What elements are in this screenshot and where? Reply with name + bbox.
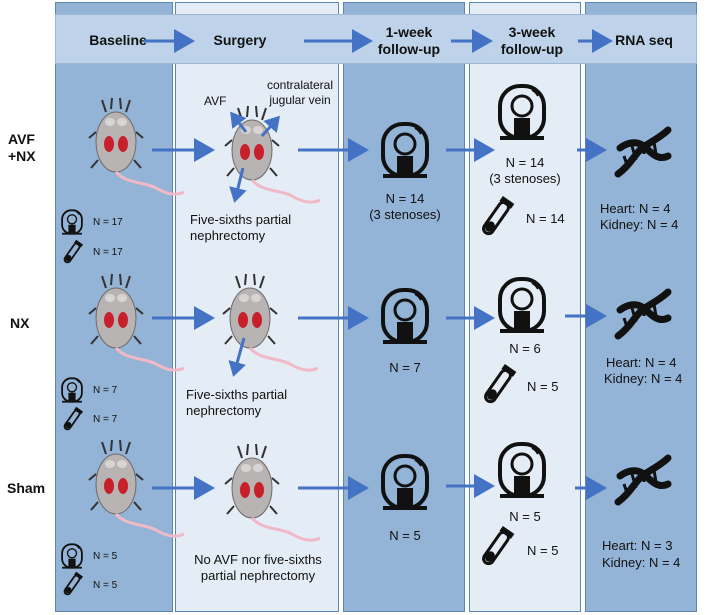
week3-count-avf-line2: (3 stenoses) (489, 171, 561, 186)
week3-count-avf-line1: N = 14 (505, 155, 545, 170)
header-baseline: Baseline (89, 32, 147, 48)
group-label-avf-nx-line2: +NX (8, 148, 36, 164)
week3-count-nx: N = 6 (509, 341, 541, 356)
week1-count-avf-line1: N = 14 (385, 191, 425, 206)
surgery-text-nx-line1: Five-sixths partial (186, 387, 288, 402)
rat-icon-avf-baseline (87, 96, 186, 196)
baseline-blood-count-avf: N = 17 (93, 247, 123, 258)
surgery-text-avf-line2: nephrectomy (190, 228, 266, 243)
ct-scanner-icon-nx-baseline (61, 377, 83, 404)
arrow-icon-avf-label (230, 111, 248, 133)
week3-blood-avf: N = 14 (526, 211, 565, 226)
blood-tube-icon-sham-week3 (478, 524, 516, 569)
surgery-text-avf-line1: Five-sixths partial (190, 212, 292, 227)
header-week3-line1: 3-week (508, 24, 556, 40)
surgery-label-jugular-line1: contralateral (266, 78, 334, 92)
baseline-blood-count-sham: N = 5 (93, 580, 118, 591)
week3-count-avf: N = 14(3 stenoses) (480, 155, 570, 187)
rna-heart-avf: Heart: N = 4 (600, 201, 671, 216)
week1-count-sham: N = 5 (389, 528, 421, 543)
blood-tube-icon-sham-baseline (61, 570, 84, 598)
rat-icon-nx-surgery (221, 272, 320, 372)
group-label-nx: NX (10, 315, 30, 331)
arrow-icon-nephrectomy-label (229, 167, 247, 203)
timeline-banner (55, 14, 697, 64)
rat-icon-nx-baseline (87, 272, 186, 372)
ct-scanner-icon-avf-week3 (498, 84, 546, 142)
ct-scanner-icon-sham-week3 (498, 442, 546, 500)
rna-heart-sham: Heart: N = 3 (602, 538, 673, 553)
rna-heart-nx: Heart: N = 4 (606, 355, 677, 370)
week3-blood-sham: N = 5 (527, 543, 559, 558)
baseline-ct-count-sham: N = 5 (93, 551, 118, 562)
rna-kidney-nx: Kidney: N = 4 (604, 371, 683, 386)
ct-scanner-icon-avf-baseline (61, 209, 83, 236)
week3-count-sham: N = 5 (509, 509, 541, 524)
arrow-icon-r2-nephrectomy (228, 337, 246, 377)
ct-scanner-icon-sham-week1 (381, 454, 429, 512)
group-label-sham: Sham (7, 480, 46, 496)
week1-count-avf-line2: (3 stenoses) (369, 207, 441, 222)
header-week3-line2: follow-up (500, 41, 564, 57)
surgery-text-nx-line2: nephrectomy (186, 403, 262, 418)
dna-icon-sham (618, 458, 668, 502)
header-surgery: Surgery (213, 32, 267, 48)
ct-scanner-icon-nx-week3 (498, 277, 546, 335)
surgery-text-sham-line2: partial nephrectomy (200, 568, 316, 583)
surgery-text-sham-line1: No AVF nor five-sixths (194, 552, 322, 567)
rat-icon-sham-surgery (223, 442, 322, 542)
baseline-blood-count-nx: N = 7 (93, 414, 118, 425)
week3-blood-nx: N = 5 (527, 379, 559, 394)
baseline-ct-count-avf: N = 17 (93, 217, 123, 228)
blood-tube-icon-avf-week3 (478, 194, 516, 239)
header-week1-line2: follow-up (377, 41, 441, 57)
rna-kidney-avf: Kidney: N = 4 (600, 217, 679, 232)
week1-count-nx: N = 7 (389, 360, 421, 375)
arrow-icon-jugular-label (260, 115, 280, 137)
blood-tube-icon-nx-week3 (480, 362, 518, 407)
header-week1-line1: 1-week (385, 24, 433, 40)
dna-icon-nx (618, 292, 668, 336)
ct-scanner-icon-sham-baseline (61, 543, 83, 570)
surgery-label-jugular-line2: jugular vein (269, 93, 331, 107)
ct-scanner-icon-nx-week1 (381, 288, 429, 346)
baseline-ct-count-nx: N = 7 (93, 385, 118, 396)
ct-scanner-icon-avf-week1 (381, 122, 429, 180)
group-label-avf-nx: AVF+NX (8, 131, 36, 165)
week1-count-avf: N = 14(3 stenoses) (360, 191, 450, 223)
surgery-label-avf: AVF (204, 94, 227, 108)
group-label-avf-nx-line1: AVF (8, 131, 35, 147)
rna-kidney-sham: Kidney: N = 4 (602, 555, 681, 570)
header-rna: RNA seq (615, 32, 673, 48)
blood-tube-icon-nx-baseline (61, 405, 84, 433)
blood-tube-icon-avf-baseline (61, 238, 84, 266)
dna-icon-avf (618, 130, 668, 174)
